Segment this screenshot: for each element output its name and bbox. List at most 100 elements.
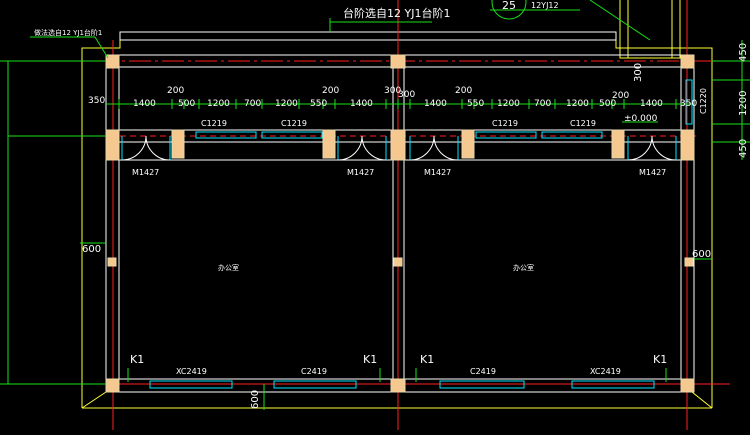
column [390, 378, 406, 393]
column [105, 54, 120, 69]
window-label-bottom-3: C2419 [470, 367, 496, 376]
door-label-2: M1427 [347, 168, 374, 177]
column [105, 129, 120, 161]
column [105, 378, 120, 393]
dim-top-700a: 700 [244, 99, 261, 109]
door-swing [651, 135, 677, 161]
room-label-left: 办公室 [218, 263, 239, 272]
note-top-left: 做法选自12 YJ1台阶1 [34, 28, 102, 37]
dim-top-350b: 350 [680, 99, 697, 109]
window-bottom-4 [571, 380, 655, 389]
note-top-center: 台阶选自12 YJ1台阶1 [343, 6, 450, 20]
door-swing [145, 135, 171, 161]
dim-top-300a: 300 [384, 86, 401, 96]
inner-wall [118, 66, 682, 380]
window-top-1 [195, 131, 257, 139]
dim-right-450b: 450 [738, 139, 749, 158]
terrace-corner-right [691, 391, 713, 409]
dim-top-200c: 200 [455, 86, 472, 96]
dim-side-300: 300 [633, 63, 644, 82]
detail-index-number: 25 [502, 0, 516, 12]
dim-top-1400d: 1400 [640, 99, 663, 109]
window-top-2 [261, 131, 323, 139]
dim-right-1200: 1200 [738, 91, 749, 116]
labels: 做法选自12 YJ1台阶1 台阶选自12 YJ1台阶1 25 12YJ12 35… [34, 0, 749, 409]
window-bottom-3 [439, 380, 525, 389]
dim-top-350: 350 [88, 96, 105, 106]
dim-top-200d: 200 [612, 91, 629, 101]
window-label-top-2: C1219 [281, 119, 307, 128]
dim-top-1200b: 1200 [275, 99, 298, 109]
top-step-box [119, 31, 617, 41]
column [390, 54, 406, 69]
column [390, 129, 406, 161]
window-top-4 [541, 131, 603, 139]
column [680, 129, 695, 161]
column [611, 129, 625, 159]
window-label-top-1: C1219 [201, 119, 227, 128]
column [393, 257, 403, 267]
k-label-4: K1 [653, 353, 667, 366]
terrace-outline [81, 0, 713, 409]
window-top-3 [475, 131, 537, 139]
room-label-right: 办公室 [513, 263, 534, 272]
detail-index-circle [491, 0, 527, 20]
column [684, 257, 694, 267]
dimension-lines [0, 0, 750, 410]
dim-top-300b: 300 [398, 90, 415, 100]
door-swing [627, 135, 653, 161]
window-label-right: C1220 [699, 88, 708, 114]
window-label-bottom-4: XC2419 [590, 367, 621, 376]
terrace-corner-left [81, 391, 107, 409]
side-stair-outline [619, 0, 681, 59]
door-label-1: M1427 [132, 168, 159, 177]
window-openings [149, 79, 693, 389]
column [680, 54, 695, 69]
dim-top-1200c: 1200 [497, 99, 520, 109]
column [680, 378, 695, 393]
detail-reference: 12YJ12 [531, 1, 559, 10]
door-swing [433, 135, 459, 161]
doors [121, 135, 677, 161]
dim-bottom: 600 [250, 390, 261, 409]
dim-top-700b: 700 [534, 99, 551, 109]
door-label-4: M1427 [639, 168, 666, 177]
dim-top-550a: 550 [310, 99, 327, 109]
column [171, 129, 185, 159]
dim-top-1400c: 1400 [424, 99, 447, 109]
dim-top-1200a: 1200 [207, 99, 230, 109]
window-right [685, 79, 693, 125]
door-swing [409, 135, 435, 161]
column [461, 129, 475, 159]
dim-top-1200d: 1200 [566, 99, 589, 109]
window-bottom-2 [273, 380, 357, 389]
elevation-mark: ±0.000 [624, 114, 658, 124]
column [322, 129, 336, 159]
k-label-1: K1 [130, 353, 144, 366]
window-label-bottom-1: XC2419 [176, 367, 207, 376]
k-label-2: K1 [363, 353, 377, 366]
dim-top-550b: 550 [467, 99, 484, 109]
door-swing [121, 135, 147, 161]
left-note-leader [94, 36, 109, 59]
dim-left-mid: 600 [82, 244, 101, 255]
dim-top-500a: 500 [178, 99, 195, 109]
door-swing [337, 135, 363, 161]
window-label-bottom-2: C2419 [301, 367, 327, 376]
door-label-3: M1427 [424, 168, 451, 177]
dim-top-200a: 200 [167, 86, 184, 96]
dim-right-450a: 450 [738, 43, 749, 62]
side-leader [589, 0, 651, 41]
dim-top-200b: 200 [322, 86, 339, 96]
window-label-top-4: C1219 [570, 119, 596, 128]
top-dimension-ticks [118, 99, 677, 109]
dim-top-1400b: 1400 [350, 99, 373, 109]
columns [105, 54, 695, 393]
k-label-3: K1 [420, 353, 434, 366]
column [107, 257, 117, 267]
dim-right-mid: 600 [692, 249, 711, 260]
door-swing [361, 135, 387, 161]
window-label-top-3: C1219 [492, 119, 518, 128]
window-bottom-1 [149, 380, 233, 389]
